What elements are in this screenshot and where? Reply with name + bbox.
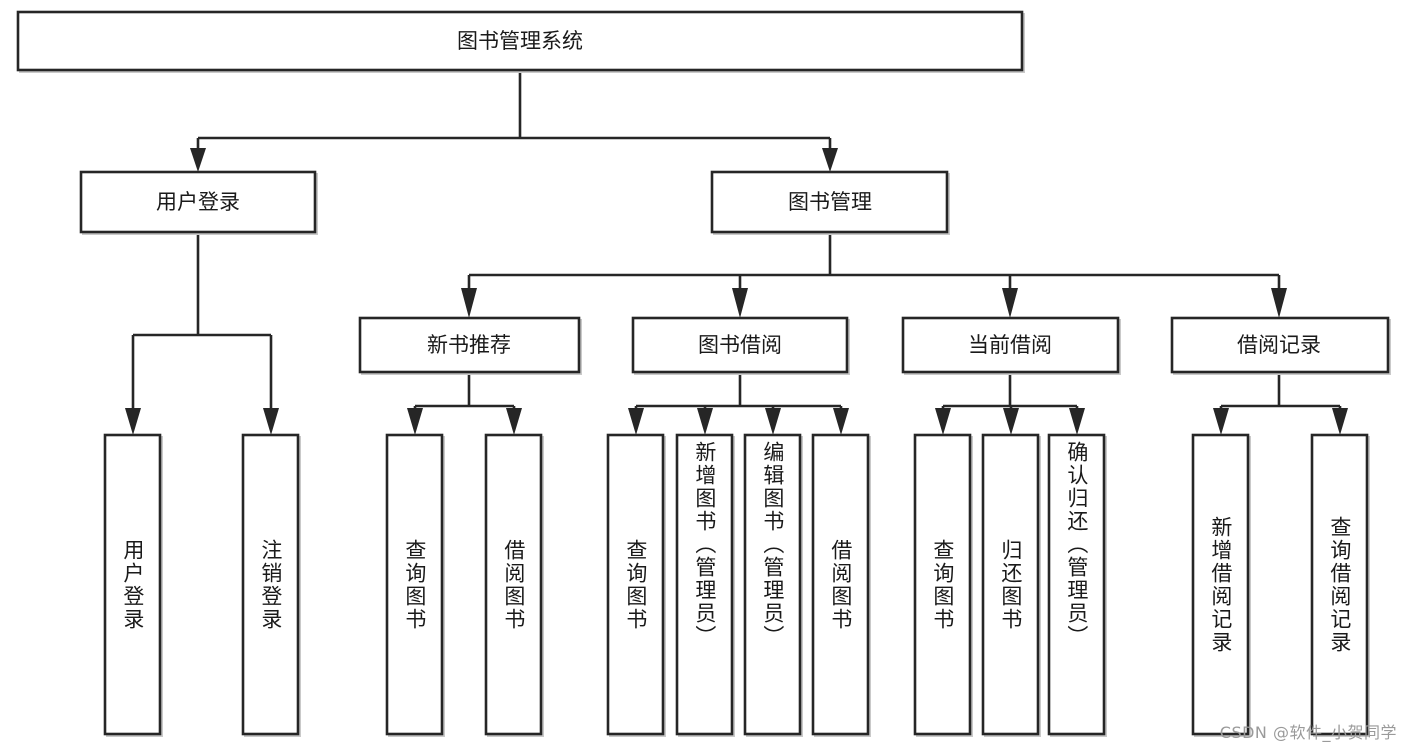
node-root[interactable]: 图书管理系统 [16, 10, 1025, 73]
arrow-head-leaf-nb1 [407, 408, 423, 435]
connector-group-currentborrow [935, 373, 1085, 435]
node-new-book-recommend-rect[interactable] [358, 316, 581, 374]
leaf-boxes-user-login [103, 433, 301, 737]
node-current-borrow-rect[interactable] [901, 316, 1120, 374]
leaf-rect-cb-confirm-return[interactable] [1047, 433, 1106, 736]
arrow-head-leaf-nb2 [506, 408, 522, 435]
node-user-login-label: 用户登录 [156, 190, 240, 214]
leaf-rect-user-login[interactable] [103, 433, 162, 736]
node-book-borrow-label: 图书借阅 [698, 333, 782, 357]
arrow-head-borrowrecords [1271, 288, 1287, 318]
arrow-head-leaf-bb3 [765, 408, 781, 435]
connector-group-borrowrecords [1213, 373, 1348, 435]
leaf-rect-bb-borrow-book[interactable] [811, 433, 870, 736]
node-book-borrow[interactable]: 图书借阅 [631, 316, 850, 375]
leaf-boxes-current-borrow [913, 433, 1107, 737]
arrow-head-newbook [461, 288, 477, 318]
node-borrow-records[interactable]: 借阅记录 [1170, 316, 1391, 375]
arrow-head-leaf-user-login [125, 408, 141, 435]
connector-group-root [190, 71, 838, 172]
node-user-login-rect[interactable] [79, 170, 317, 234]
node-root-rect[interactable] [16, 10, 1024, 72]
node-book-management[interactable]: 图书管理 [710, 170, 950, 235]
arrow-head-leaf-bb1 [628, 408, 644, 435]
arrow-head-leaf-bb2 [697, 408, 713, 435]
arrow-head-leaf-br1 [1213, 408, 1229, 435]
node-new-book-recommend[interactable]: 新书推荐 [358, 316, 582, 375]
leaf-boxes-borrow-records [1191, 433, 1370, 737]
leaf-rect-cb-query-book[interactable] [913, 433, 972, 736]
arrow-head-leaf-br2 [1332, 408, 1348, 435]
connector-group-newbook [407, 373, 522, 435]
connector-group-userlogin [125, 232, 279, 435]
leaf-rect-bb-query-book[interactable] [606, 433, 665, 736]
leaf-rect-cb-return-book[interactable] [981, 433, 1040, 736]
arrow-head-leaf-bb4 [833, 408, 849, 435]
node-root-label: 图书管理系统 [457, 29, 583, 53]
connector-group-bookmgmt [461, 232, 1287, 318]
node-user-login[interactable]: 用户登录 [79, 170, 318, 235]
leaf-rect-nb-borrow-book[interactable] [484, 433, 543, 736]
leaf-boxes-new-book-recommend [385, 433, 544, 737]
arrow-head-leaf-cb2 [1003, 408, 1019, 435]
node-book-management-rect[interactable] [710, 170, 949, 234]
arrow-head-bookmgmt [822, 148, 838, 172]
node-new-book-recommend-label: 新书推荐 [427, 333, 511, 357]
arrow-head-currentborrow [1002, 288, 1018, 318]
node-book-borrow-rect[interactable] [631, 316, 849, 374]
arrow-head-leaf-cb1 [935, 408, 951, 435]
leaf-boxes-book-borrow [606, 433, 871, 737]
connector-group-bookborrow [628, 373, 849, 435]
arrow-head-userlogin [190, 148, 206, 172]
node-borrow-records-label: 借阅记录 [1237, 333, 1321, 357]
leaf-rect-bb-add-book[interactable] [675, 433, 734, 736]
node-book-management-label: 图书管理 [788, 190, 872, 214]
csdn-watermark: CSDN @软件_小贺同学 [1219, 723, 1397, 742]
node-borrow-records-rect[interactable] [1170, 316, 1390, 374]
arrow-head-bookborrow [732, 288, 748, 318]
leaf-rect-nb-query-book[interactable] [385, 433, 444, 736]
leaf-rect-user-logout[interactable] [241, 433, 300, 736]
leaf-rect-br-query-record[interactable] [1310, 433, 1369, 736]
leaf-rect-br-add-record[interactable] [1191, 433, 1250, 736]
arrow-head-leaf-cb3 [1069, 408, 1085, 435]
arrow-head-leaf-user-logout [263, 408, 279, 435]
node-current-borrow-label: 当前借阅 [968, 333, 1052, 357]
node-current-borrow[interactable]: 当前借阅 [901, 316, 1121, 375]
leaf-rect-bb-edit-book[interactable] [743, 433, 802, 736]
